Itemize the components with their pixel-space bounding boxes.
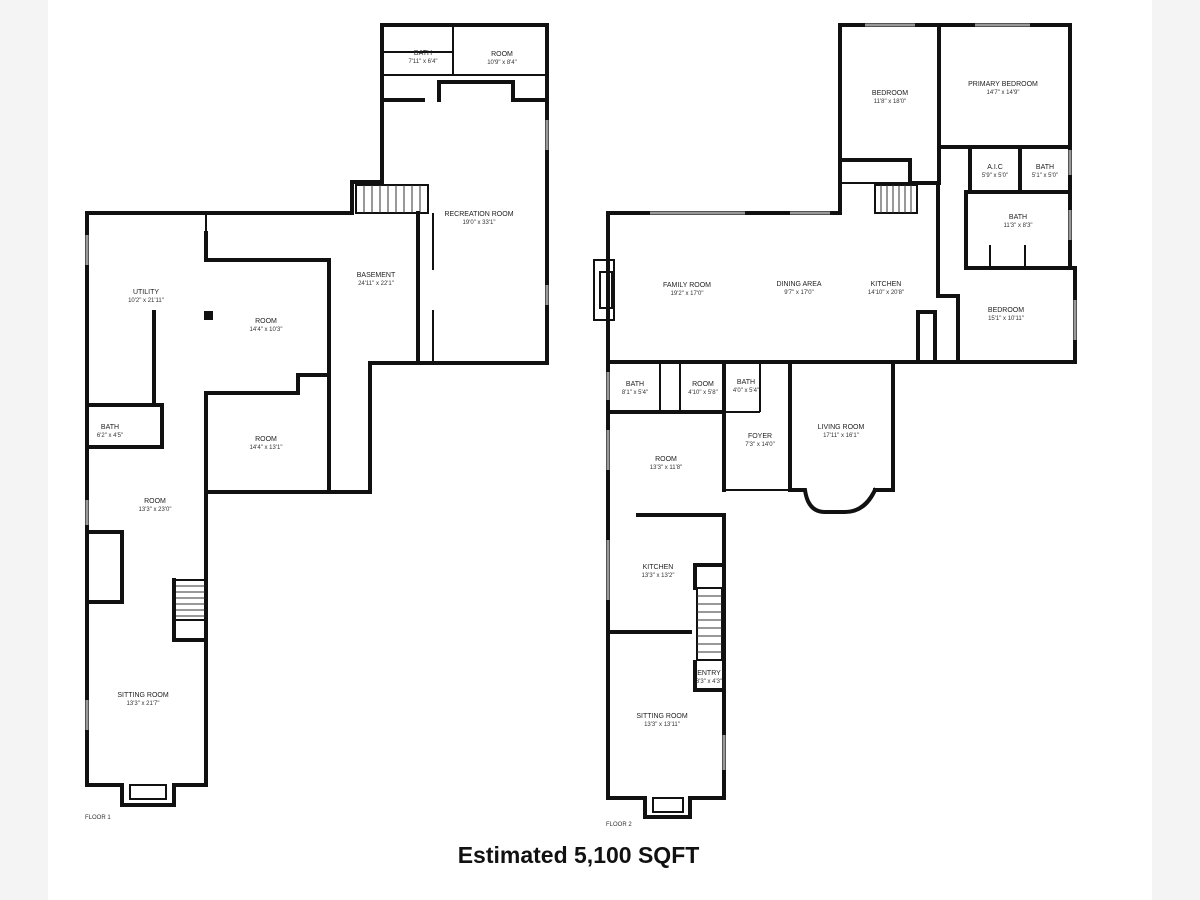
- room-name: KITCHEN: [871, 281, 902, 288]
- room-dimensions: 19'2" x 17'0": [671, 291, 704, 297]
- floor-1-plan: [85, 23, 549, 807]
- floor-2-room-labels: BEDROOM 11'8" x 18'0" PRIMARY BEDROOM 14…: [606, 81, 1058, 828]
- room-name: UTILITY: [133, 289, 159, 296]
- floor-2-fireplace-inner: [599, 271, 613, 309]
- floor-2-wall: [722, 360, 792, 492]
- floor-2-stair-upper: [874, 184, 918, 214]
- room-dimensions: 17'11" x 16'1": [823, 433, 859, 439]
- room-name: ROOM: [255, 318, 277, 325]
- room-dimensions: 14'4" x 10'3": [250, 327, 283, 333]
- room-name: BATH: [1009, 214, 1027, 221]
- floor-1-column: [204, 311, 213, 320]
- room-dimensions: 6'2" x 4'5": [97, 433, 123, 439]
- room-dimensions: 19'0" x 33'1": [463, 220, 496, 226]
- floor-2-wall: [838, 158, 941, 185]
- floor-1-stair-treads: [363, 185, 421, 213]
- room-name: BEDROOM: [988, 307, 1024, 314]
- room-name: SITTING ROOM: [636, 713, 688, 720]
- floor-2-stair-lower: [696, 587, 723, 661]
- room-dimensions: 10'2" x 21'11": [128, 298, 164, 304]
- floor-2-wall: [936, 294, 960, 364]
- room-dimensions: 13'3" x 21'7": [127, 701, 160, 707]
- room-dimensions: 8'1" x 5'4": [622, 390, 648, 396]
- room-dimensions: 5'9" x 5'0": [982, 173, 1008, 179]
- floor-1-wall: [437, 80, 549, 102]
- floor-1-wall: [172, 578, 208, 642]
- floor-1-wall: [204, 231, 331, 494]
- floor-1-wall: [85, 530, 124, 604]
- room-name: DINING AREA: [776, 281, 821, 288]
- floor-1-label: FLOOR 1: [85, 815, 111, 821]
- room-name: ROOM: [655, 456, 677, 463]
- room-name: PRIMARY BEDROOM: [968, 81, 1038, 88]
- room-name: BASEMENT: [357, 272, 396, 279]
- room-dimensions: 13'3" x 23'0": [139, 507, 172, 513]
- floor-1-stair: [355, 184, 429, 214]
- room-name: BATH: [1036, 164, 1054, 171]
- floor-2-wall: [916, 310, 937, 364]
- room-name: RECREATION ROOM: [444, 211, 513, 218]
- floor-2-bay-window: [788, 487, 878, 514]
- room-name: BATH: [737, 379, 755, 386]
- room-dimensions: 4'0" x 5'4": [733, 388, 759, 394]
- floor-2-wall: [693, 563, 726, 590]
- floor-2-wall: [968, 145, 1072, 194]
- floor-2-exterior-wall: [606, 360, 726, 819]
- room-name: ROOM: [692, 381, 714, 388]
- room-dimensions: 4'10" x 5'8": [688, 390, 718, 396]
- room-dimensions: 13'3" x 13'11": [644, 722, 680, 728]
- room-dimensions: 7'11" x 6'4": [408, 59, 437, 65]
- room-name: BATH: [626, 381, 644, 388]
- room-name: LIVING ROOM: [818, 424, 865, 431]
- room-dimensions: 13'3" x 11'8": [650, 465, 682, 471]
- room-name: FAMILY ROOM: [663, 282, 711, 289]
- room-dimensions: 14'7" x 14'9": [987, 90, 1020, 96]
- room-name: ENTRY: [697, 670, 721, 677]
- room-dimensions: 13'3" x 13'2": [642, 573, 675, 579]
- floor-2-wall: [636, 513, 726, 692]
- floor-1-fireplace: [129, 784, 167, 800]
- floor-2-plan: [593, 23, 1077, 819]
- room-dimensions: 14'10" x 20'8": [868, 290, 904, 296]
- room-name: KITCHEN: [643, 564, 674, 571]
- room-dimensions: 11'3" x 8'3": [1003, 223, 1032, 229]
- estimated-area-caption: Estimated 5,100 SQFT: [457, 842, 700, 868]
- floor-2-fireplace-lower: [652, 797, 684, 813]
- room-name: FOYER: [748, 433, 772, 440]
- floor-2-fireplace-upper: [593, 259, 615, 321]
- floor-1-room-labels: BATH 7'11" x 6'4" ROOM 10'9" x 8'4" RECR…: [85, 50, 517, 821]
- room-name: BEDROOM: [872, 90, 908, 97]
- room-dimensions: 14'4" x 13'1": [250, 445, 283, 451]
- room-dimensions: 3'3" x 4'3": [696, 679, 722, 685]
- room-name: BATH: [101, 424, 119, 431]
- room-dimensions: 15'1" x 10'11": [988, 316, 1024, 322]
- room-dimensions: 11'8" x 18'0": [874, 99, 906, 105]
- floor-2-wall: [788, 360, 895, 492]
- room-dimensions: 10'9" x 8'4": [487, 60, 517, 66]
- room-name: ROOM: [144, 498, 166, 505]
- room-name: ROOM: [491, 51, 513, 58]
- floor-2-wall: [964, 190, 1072, 270]
- room-dimensions: 9'7" x 17'0": [784, 290, 814, 296]
- room-name: BATH: [414, 50, 432, 57]
- room-dimensions: 7'3" x 14'0": [745, 442, 775, 448]
- room-name: SITTING ROOM: [117, 692, 169, 699]
- floor-1-wall: [85, 403, 164, 449]
- room-name: A.I.C: [987, 164, 1003, 171]
- floor-1-exterior-wall: [85, 23, 549, 807]
- room-dimensions: 5'1" x 5'0": [1032, 173, 1058, 179]
- room-name: ROOM: [255, 436, 277, 443]
- room-dimensions: 24'11" x 22'1": [358, 281, 394, 287]
- floor-2-label: FLOOR 2: [606, 822, 632, 828]
